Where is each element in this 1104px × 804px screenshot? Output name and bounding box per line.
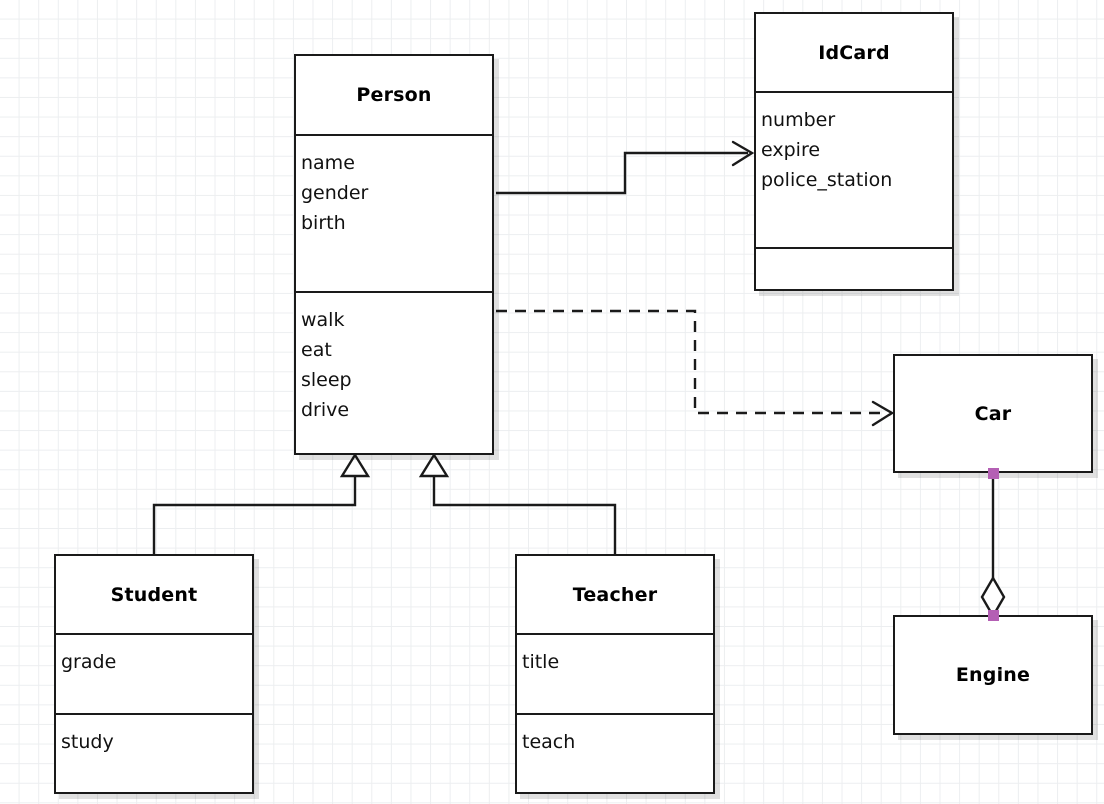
operations-student: study [56, 713, 252, 794]
class-box-idcard[interactable]: IdCard number expire police_station [754, 12, 954, 291]
attributes-student: grade [56, 633, 252, 713]
edge-person-car[interactable] [496, 309, 895, 427]
operations-idcard [756, 247, 952, 289]
operation-item: study [61, 731, 114, 753]
attribute-item: title [522, 651, 560, 673]
class-box-student[interactable]: Student grade study [54, 554, 254, 794]
attributes-teacher: title [517, 633, 713, 713]
operation-item: drive [301, 399, 350, 422]
attribute-item: gender [301, 182, 369, 205]
operation-item: walk [301, 309, 345, 331]
attribute-item: police_station [761, 169, 893, 192]
class-name-idcard: IdCard [818, 41, 890, 64]
connection-handle-car[interactable] [988, 468, 999, 479]
edge-teacher-person[interactable] [418, 452, 617, 556]
operation-item: eat [301, 339, 332, 362]
class-name-student: Student [110, 583, 198, 606]
attributes-person: name gender birth [296, 134, 492, 291]
edge-student-person[interactable] [152, 452, 371, 556]
attribute-item: birth [301, 212, 346, 235]
attribute-item: expire [761, 139, 821, 162]
class-box-engine[interactable]: Engine [893, 615, 1093, 735]
attribute-item: grade [61, 651, 117, 673]
class-name-engine: Engine [955, 664, 1031, 686]
operation-item: teach [522, 731, 576, 753]
class-name-person: Person [356, 84, 432, 106]
edge-car-engine[interactable] [980, 473, 1006, 619]
connection-handle-engine[interactable] [988, 610, 999, 621]
attributes-idcard: number expire police_station [756, 91, 952, 247]
attribute-item: name [301, 152, 355, 174]
operations-person: walk eat sleep drive [296, 291, 492, 453]
class-box-person[interactable]: Person name gender birth walk eat sleep … [294, 54, 494, 455]
class-name-teacher: Teacher [572, 583, 658, 606]
class-box-teacher[interactable]: Teacher title teach [515, 554, 715, 794]
operation-item: sleep [301, 369, 352, 392]
operations-teacher: teach [517, 713, 713, 794]
attribute-item: number [761, 109, 836, 131]
class-box-car[interactable]: Car [893, 354, 1093, 473]
edge-person-idcard[interactable] [496, 140, 755, 195]
class-name-car: Car [974, 402, 1012, 425]
